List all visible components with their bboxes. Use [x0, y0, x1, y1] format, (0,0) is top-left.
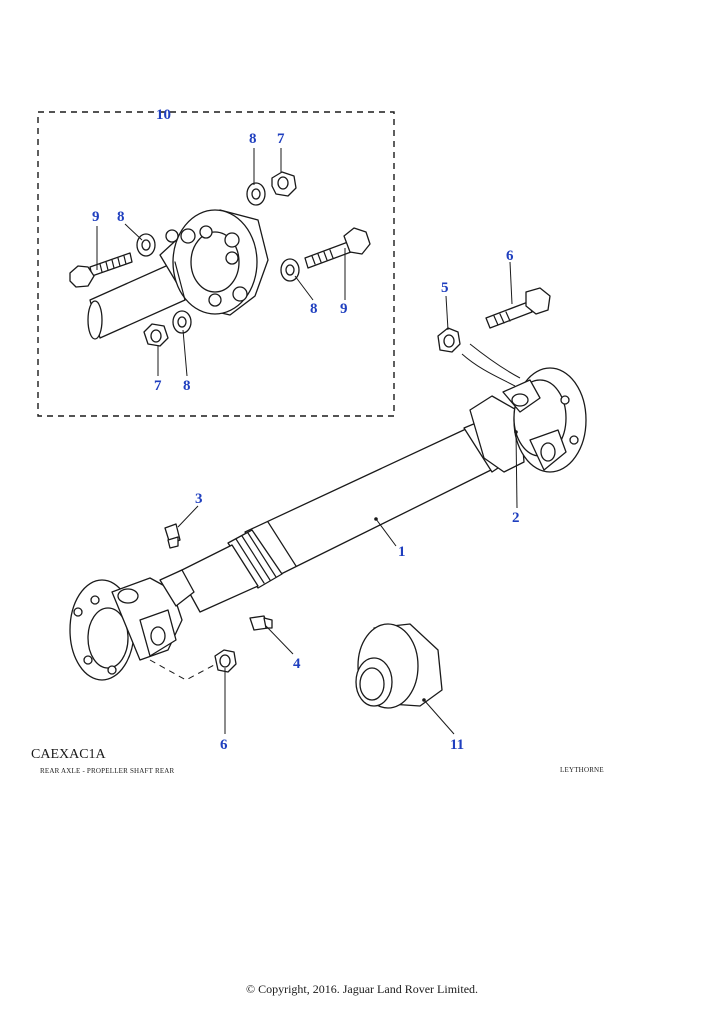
washer-8-right	[280, 258, 300, 282]
callout-10: 10	[156, 107, 171, 123]
leader-lines	[96, 148, 521, 735]
callout-11: 11	[450, 737, 464, 753]
grease-nipple-4	[249, 615, 273, 631]
rear-universal-joint	[469, 367, 587, 473]
diagram-reference-code: CAEXAC1A	[31, 747, 106, 762]
kit-dashed-box	[37, 111, 395, 417]
callout-8-bottom: 8	[183, 378, 191, 394]
callout-labels: 10 8 7 9 8 9 8 7 8 6 5 2 3 1 4 6 11	[92, 107, 520, 753]
bolt-6-upper	[485, 287, 551, 329]
callout-1: 1	[398, 544, 406, 560]
callout-4: 4	[293, 656, 301, 672]
front-universal-joint	[69, 569, 195, 681]
grease-nipple-3	[164, 523, 181, 549]
callout-8-left: 8	[117, 209, 125, 225]
diagram-caption: REAR AXLE - PROPELLER SHAFT REAR	[40, 767, 175, 775]
nut-7-bottom	[143, 323, 169, 347]
callout-8-right: 8	[310, 301, 318, 317]
callout-7-bottom: 7	[154, 378, 162, 394]
callout-9-right: 9	[340, 301, 348, 317]
nut-6-lower	[214, 649, 237, 673]
callout-6-upper: 6	[506, 248, 514, 264]
washer-8-top	[246, 182, 266, 206]
centre-bearing-11	[355, 623, 443, 709]
callout-9-left: 9	[92, 209, 100, 225]
callout-8-top: 8	[249, 131, 257, 147]
nut-5	[437, 327, 461, 353]
callout-3: 3	[195, 491, 203, 507]
copyright-notice: © Copyright, 2016. Jaguar Land Rover Lim…	[245, 982, 479, 996]
callout-7-top: 7	[277, 131, 285, 147]
callout-5: 5	[441, 280, 449, 296]
bolt-9-right	[304, 227, 371, 269]
plant-label: LEYTHORNE	[560, 766, 604, 774]
washer-8-bottom	[172, 310, 192, 334]
bolt-9-left	[69, 252, 133, 288]
nut-7-top	[271, 171, 297, 197]
callout-6-lower: 6	[220, 737, 228, 753]
callout-2: 2	[512, 510, 520, 526]
flexible-coupling-assembly	[87, 209, 269, 340]
propeller-shaft	[177, 417, 511, 613]
